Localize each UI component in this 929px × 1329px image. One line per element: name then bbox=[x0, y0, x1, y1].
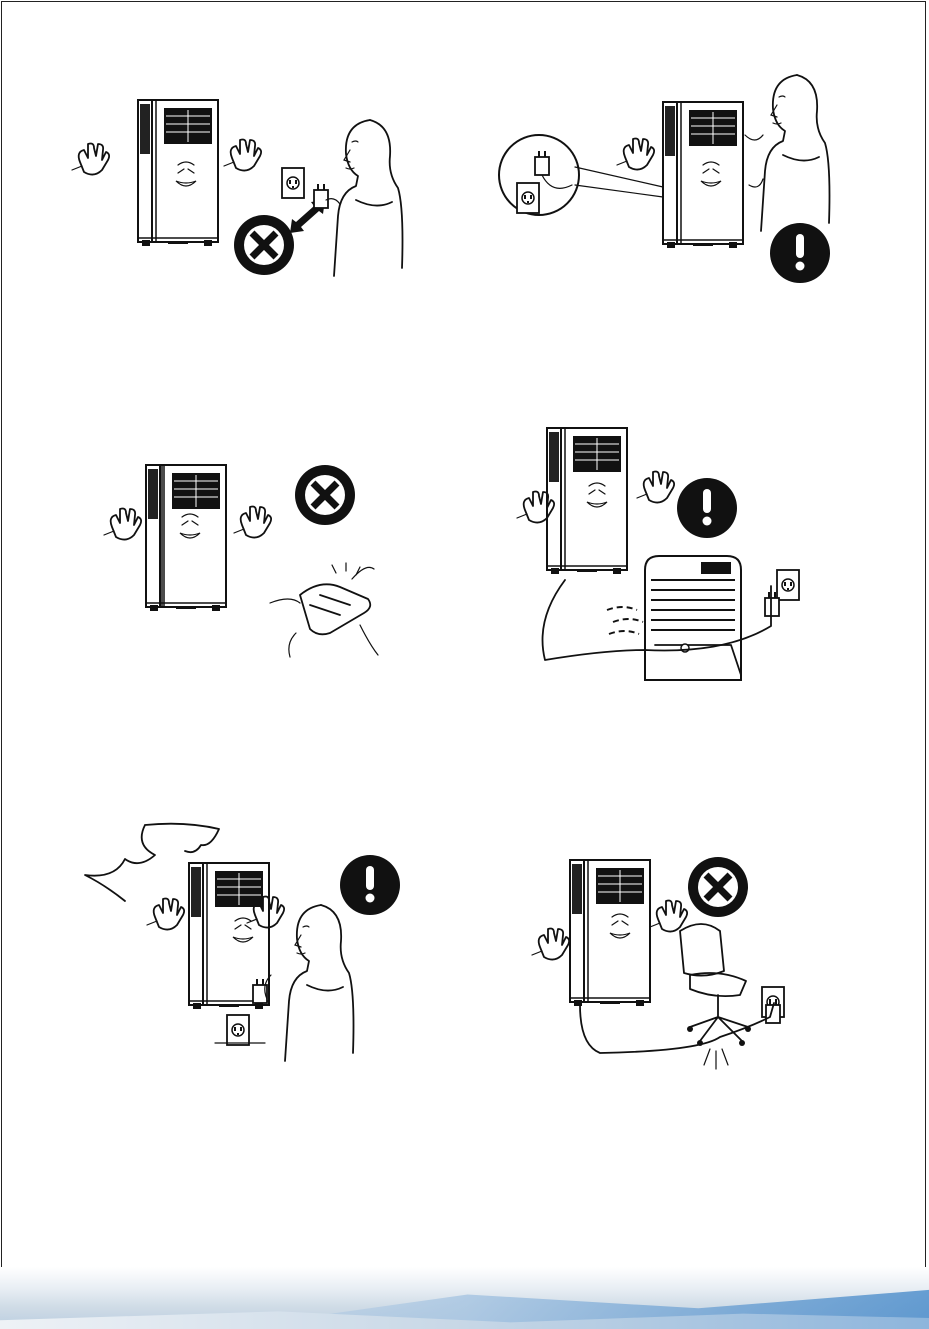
prohibited-icon bbox=[295, 465, 355, 525]
prohibited-icon bbox=[688, 857, 748, 917]
illustration-wet-hands bbox=[75, 825, 415, 1055]
illustration-plug-firmly bbox=[495, 75, 855, 285]
illustration-no-power-strip bbox=[100, 455, 400, 665]
illustration-unplug-while-running bbox=[60, 90, 420, 280]
panel-5 bbox=[75, 825, 415, 1055]
mandatory-icon bbox=[677, 478, 737, 538]
wall-socket-icon bbox=[282, 168, 304, 198]
power-strip-icon bbox=[270, 563, 378, 657]
illustration-keep-away-from-heater bbox=[525, 420, 825, 690]
ac-unit-icon bbox=[547, 428, 627, 574]
left-hand-icon bbox=[72, 144, 109, 175]
wall-socket-icon bbox=[227, 1015, 249, 1045]
panel-3 bbox=[100, 455, 400, 665]
heater-icon bbox=[645, 556, 741, 680]
woman-figure bbox=[761, 75, 830, 231]
panel-6 bbox=[540, 855, 840, 1085]
crush-spark-lines bbox=[704, 1049, 728, 1069]
plug-icon bbox=[314, 184, 328, 208]
footer-decoration bbox=[0, 1267, 929, 1329]
mandatory-icon bbox=[770, 223, 830, 283]
panel-4 bbox=[525, 420, 825, 690]
ac-unit-icon bbox=[663, 102, 743, 248]
power-cord bbox=[580, 1003, 774, 1053]
ac-unit-icon bbox=[146, 465, 226, 611]
panel-2 bbox=[495, 75, 855, 285]
heat-wave-lines bbox=[607, 607, 643, 634]
wall-socket-icon bbox=[777, 570, 799, 600]
woman-figure bbox=[285, 905, 354, 1061]
woman-figure bbox=[334, 120, 403, 276]
illustration-no-crushed-cord bbox=[540, 855, 840, 1085]
chair-icon bbox=[680, 924, 751, 1046]
mandatory-icon bbox=[340, 855, 400, 915]
panel-1 bbox=[60, 90, 420, 280]
prohibited-icon bbox=[234, 215, 294, 275]
